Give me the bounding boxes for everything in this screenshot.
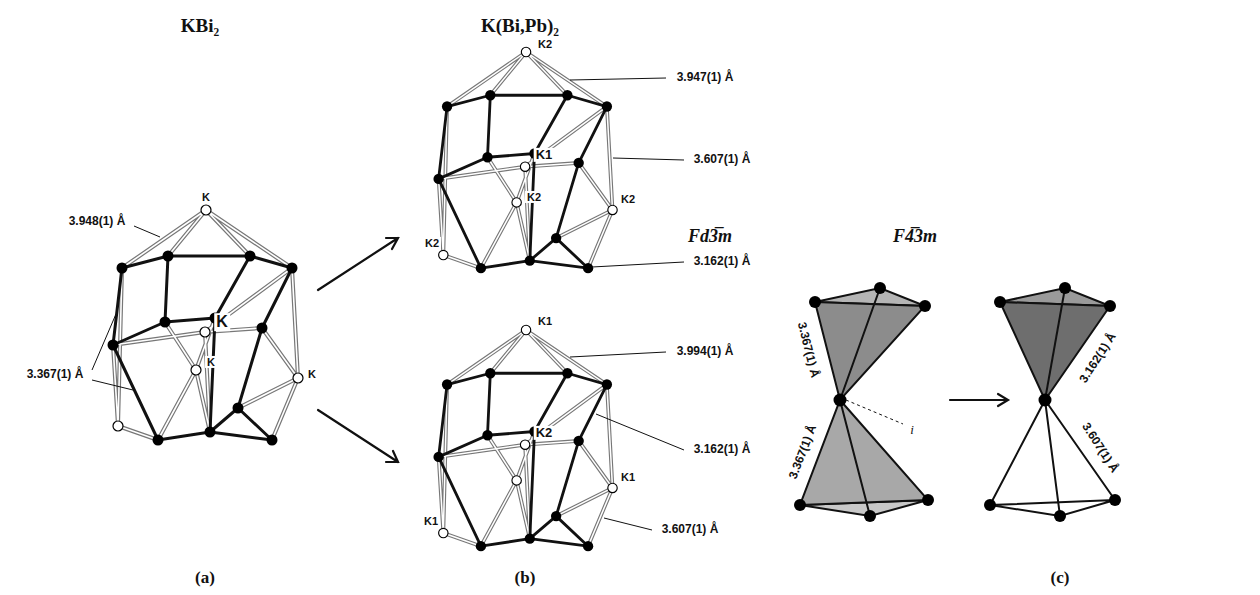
transition-arrows bbox=[318, 238, 1008, 462]
panel-letter: (b) bbox=[513, 569, 538, 588]
atom-label: K2 bbox=[619, 193, 637, 205]
atom-label: K bbox=[214, 313, 230, 331]
bond-length: 3.162(1) Å bbox=[692, 443, 753, 456]
polyhedron-a bbox=[108, 205, 304, 446]
inversion-label: i bbox=[908, 423, 916, 437]
atom-label: K2 bbox=[536, 38, 554, 50]
bond-length: 3.948(1) Å bbox=[67, 215, 128, 228]
leader-lines bbox=[92, 78, 684, 530]
bond-length: 3.994(1) Å bbox=[675, 345, 736, 358]
polyhedron-b-upper bbox=[433, 47, 617, 273]
space-group: Fd3̅m bbox=[686, 227, 734, 247]
bond-length: 3.367(1) Å bbox=[794, 319, 821, 381]
panel-title: KBi₂ bbox=[179, 16, 221, 37]
bipyramid-centrosymmetric bbox=[794, 282, 934, 522]
panel-letter: (c) bbox=[1049, 569, 1072, 588]
bond-length: 3.162(1) Å bbox=[692, 255, 753, 268]
atom-label: K1 bbox=[534, 148, 555, 162]
atom-label: K2 bbox=[423, 237, 441, 249]
atom-label: K bbox=[205, 356, 217, 368]
panel-title: K(Bi,Pb)₂ bbox=[479, 16, 561, 37]
bond-length: 3.947(1) Å bbox=[675, 71, 736, 84]
panel-letter: (a) bbox=[193, 569, 217, 588]
bond-length: 3.607(1) Å bbox=[660, 523, 721, 536]
bond-length: 3.607(1) Å bbox=[692, 153, 753, 166]
atom-label: K1 bbox=[422, 515, 440, 527]
atom-label: K bbox=[306, 368, 318, 380]
atom-label: K bbox=[200, 191, 212, 203]
bipyramid-noncentrosymmetric bbox=[984, 282, 1121, 522]
atom-label: K2 bbox=[525, 191, 543, 203]
bond-length: 3.607(1) Å bbox=[1078, 419, 1122, 477]
space-group: F4̅3m bbox=[891, 227, 939, 247]
atom-label: K1 bbox=[536, 315, 554, 327]
atom-label: K1 bbox=[619, 471, 637, 483]
atom-label: K2 bbox=[534, 426, 555, 440]
polyhedron-b-lower bbox=[433, 325, 617, 551]
bond-length: 3.367(1) Å bbox=[25, 368, 86, 381]
